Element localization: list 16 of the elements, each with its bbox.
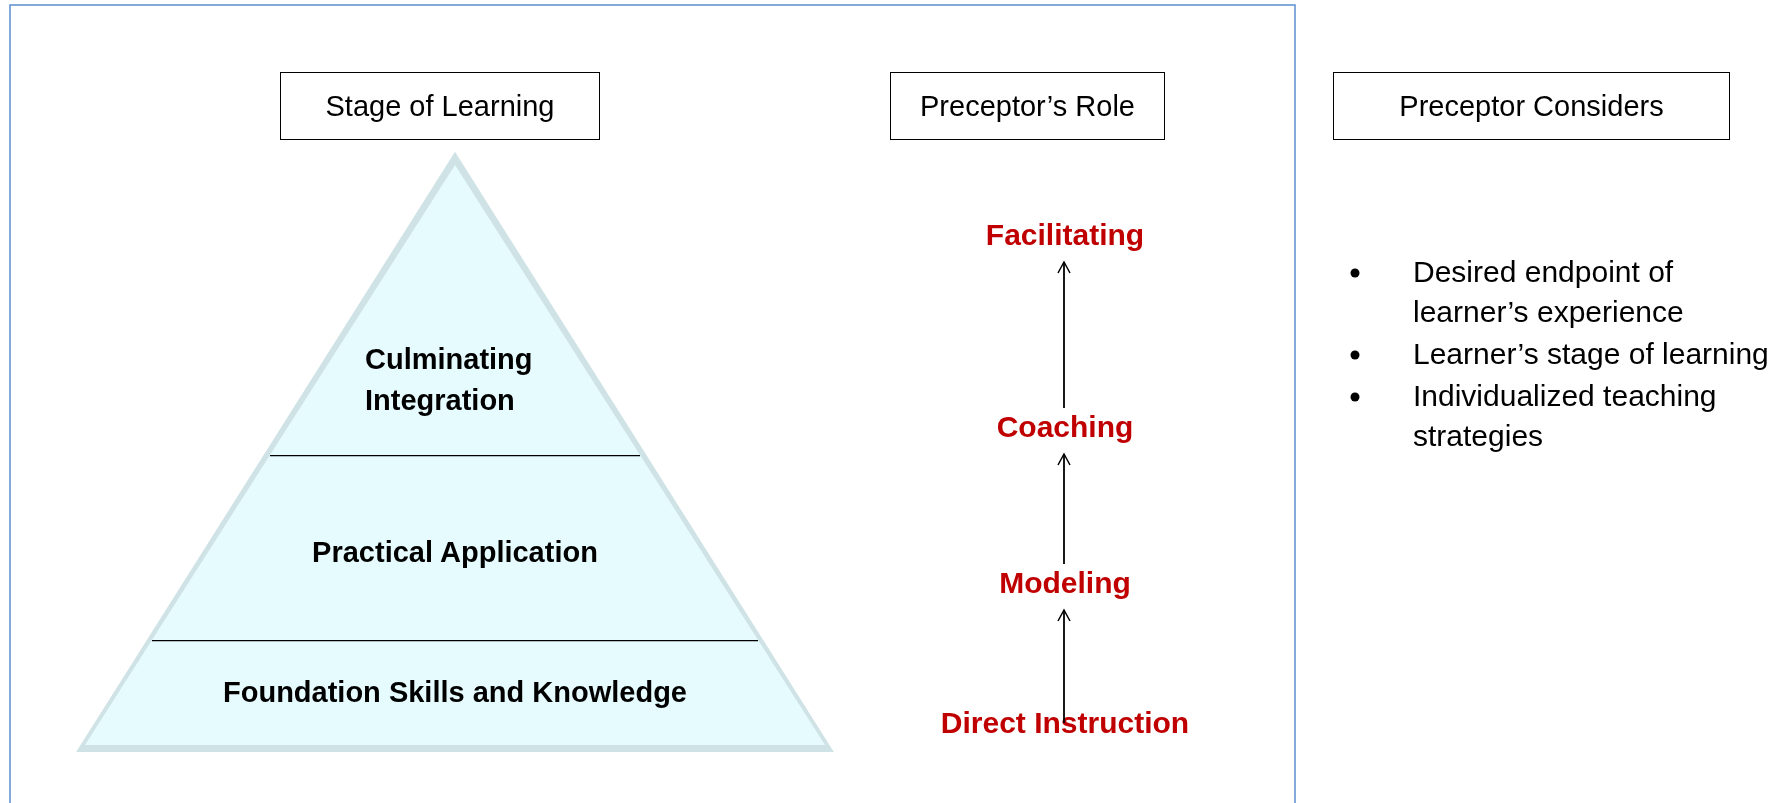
role-label: Coaching [975,402,1155,452]
pyramid-band: Culminating Integration [270,165,640,455]
pyramid-band: Practical Application [150,455,760,640]
pyramid-band: Foundation Skills and Knowledge [84,640,826,745]
arrow [1057,453,1071,565]
role-label: Facilitating [955,210,1175,260]
arrow [1057,261,1071,409]
header-box: Preceptor’s Role [890,72,1165,140]
bullet-text: Desired endpoint of learner’s experience [1413,255,1684,328]
role-label: Direct Instruction [905,698,1225,748]
header-box: Stage of Learning [280,72,600,140]
bullet-text: Learner’s stage of learning [1413,337,1769,370]
role-label: Modeling [975,558,1155,608]
bullet-text: Individualized teaching strategies [1413,379,1717,452]
arrow [1057,609,1071,724]
header-box: Preceptor Considers [1333,72,1730,140]
